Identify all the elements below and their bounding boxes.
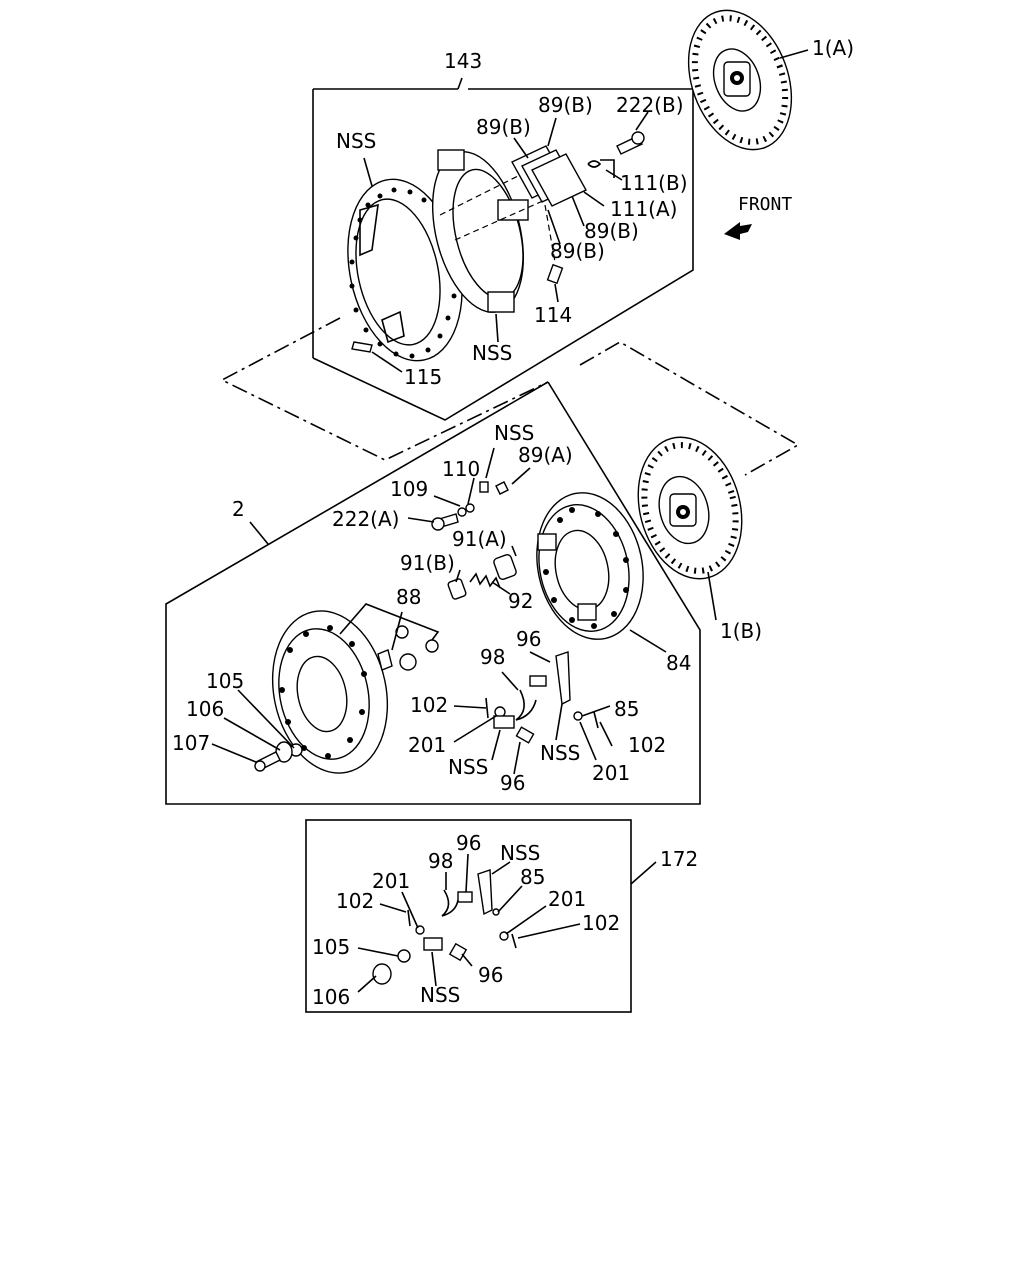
label-102-3: 102: [336, 889, 374, 913]
assembly-lines-143: [439, 174, 556, 263]
clip-111: [587, 159, 615, 178]
label-92: 92: [508, 589, 533, 613]
label-91a: 91(A): [452, 527, 507, 551]
pin-114: [546, 263, 564, 285]
label-2: 2: [232, 497, 245, 521]
label-106-2: 106: [312, 985, 350, 1009]
label-nss-4: NSS: [448, 755, 488, 779]
label-143: 143: [444, 49, 482, 73]
label-96-4: 96: [478, 963, 503, 987]
strap-plates-89b: [511, 145, 587, 207]
clutch-cover: [271, 610, 389, 774]
label-nss-6: NSS: [500, 841, 540, 865]
label-111a: 111(A): [610, 197, 677, 221]
label-96-1: 96: [516, 627, 541, 651]
pin-115: [351, 341, 373, 353]
label-91b: 91(B): [400, 551, 455, 575]
label-172: 172: [660, 847, 698, 871]
label-201-3: 201: [372, 869, 410, 893]
label-96-3: 96: [456, 831, 481, 855]
assembly-143-frame: [312, 77, 694, 421]
label-nss-7: NSS: [420, 983, 460, 1007]
pressure-plate-143: [431, 149, 529, 313]
assembly-172-frame: [305, 819, 657, 1013]
label-98-1: 98: [480, 645, 505, 669]
label-106-1: 106: [186, 697, 224, 721]
label-nss-5: NSS: [540, 741, 580, 765]
label-89b-1: 89(B): [538, 93, 593, 117]
pressure-plate-84: [536, 492, 644, 640]
label-102-1: 102: [410, 693, 448, 717]
label-222b: 222(B): [616, 93, 684, 117]
label-105-2: 105: [312, 935, 350, 959]
label-96-2: 96: [500, 771, 525, 795]
label-98-2: 98: [428, 849, 453, 873]
label-111b: 111(B): [620, 171, 688, 195]
label-nss-2: NSS: [472, 341, 512, 365]
label-89b-4: 89(B): [550, 239, 605, 263]
label-85-2: 85: [520, 865, 545, 889]
assembly-2-frame: [165, 381, 701, 805]
label-89b-3: 89(B): [584, 219, 639, 243]
connector-lines: [220, 317, 800, 476]
label-84: 84: [666, 651, 691, 675]
label-114: 114: [534, 303, 572, 327]
label-105-1: 105: [206, 669, 244, 693]
small-parts-172: [372, 869, 517, 985]
label-201-2: 201: [592, 761, 630, 785]
label-201-1: 201: [408, 733, 446, 757]
front-arrow: [724, 222, 752, 240]
label-1b: 1(B): [720, 619, 762, 643]
label-nss-3: NSS: [494, 421, 534, 445]
label-102-2: 102: [628, 733, 666, 757]
label-102-4: 102: [582, 911, 620, 935]
label-88: 88: [396, 585, 421, 609]
leader-lines-top: [363, 49, 809, 373]
label-89b-2: 89(B): [476, 115, 531, 139]
small-parts-2: [254, 481, 599, 772]
label-85-1: 85: [614, 697, 639, 721]
label-110: 110: [442, 457, 480, 481]
label-nss-1: NSS: [336, 129, 376, 153]
front-label: FRONT: [738, 194, 792, 215]
leader-lines-bottom: [357, 853, 581, 993]
label-222a: 222(A): [332, 507, 399, 531]
leader-lines-middle: [211, 447, 717, 775]
label-89a: 89(A): [518, 443, 573, 467]
label-109: 109: [390, 477, 428, 501]
label-115: 115: [404, 365, 442, 389]
bolt-222b: [616, 131, 645, 155]
label-1a: 1(A): [812, 36, 854, 60]
label-107: 107: [172, 731, 210, 755]
clutch-disc-1a: [687, 9, 793, 151]
label-201-4: 201: [548, 887, 586, 911]
